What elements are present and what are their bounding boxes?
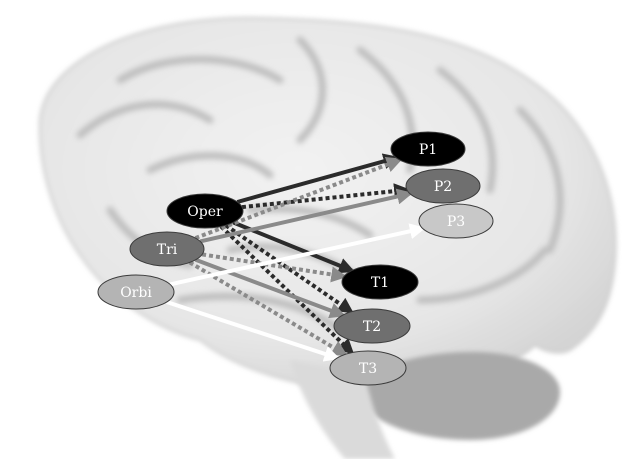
node-t2-ellipse bbox=[333, 308, 411, 344]
node-p3: P3 bbox=[418, 203, 494, 239]
node-orbi-label: Orbi bbox=[120, 285, 152, 301]
node-t3: T3 bbox=[329, 350, 407, 386]
node-p2: P2 bbox=[405, 168, 481, 204]
arrow-tri-to-p1 bbox=[194, 157, 403, 240]
node-p1: P1 bbox=[390, 131, 466, 167]
node-tri: Tri bbox=[129, 231, 205, 267]
node-t1: T1 bbox=[341, 264, 419, 300]
node-p3-label: P3 bbox=[447, 214, 465, 230]
arrow-oper-to-t2 bbox=[224, 223, 354, 314]
arrow-tri-to-t2 bbox=[194, 257, 346, 319]
node-oper-label: Oper bbox=[187, 204, 223, 220]
node-t3-ellipse bbox=[329, 350, 407, 386]
node-orbi: Orbi bbox=[97, 274, 175, 310]
node-oper: Oper bbox=[166, 193, 244, 229]
brainstem bbox=[290, 360, 395, 459]
arrow-tri-to-t3 bbox=[188, 260, 348, 357]
node-t1-ellipse bbox=[341, 264, 419, 300]
node-oper-ellipse bbox=[166, 193, 244, 229]
node-p1-label: P1 bbox=[419, 142, 437, 158]
arrow-oper-to-t3 bbox=[219, 224, 355, 355]
node-p1-ellipse bbox=[390, 131, 466, 167]
node-p2-label: P2 bbox=[434, 179, 452, 195]
arrow-tri-to-t1 bbox=[201, 252, 348, 283]
node-orbi-ellipse bbox=[97, 274, 175, 310]
node-t3-label: T3 bbox=[359, 361, 377, 377]
arrow-orbi-to-p3 bbox=[169, 223, 426, 287]
node-t1-label: T1 bbox=[371, 275, 389, 291]
node-tri-label: Tri bbox=[157, 242, 178, 258]
brain-illustration bbox=[38, 16, 617, 459]
node-p2-ellipse bbox=[405, 168, 481, 204]
connection-arrows bbox=[166, 153, 426, 362]
node-t2: T2 bbox=[333, 308, 411, 344]
arrow-tri-to-p2 bbox=[199, 188, 414, 244]
node-tri-ellipse bbox=[129, 231, 205, 267]
arrow-orbi-to-t3 bbox=[166, 300, 341, 362]
node-t2-label: T2 bbox=[363, 319, 381, 335]
node-p3-ellipse bbox=[418, 203, 494, 239]
arrow-oper-to-p1 bbox=[236, 153, 400, 204]
